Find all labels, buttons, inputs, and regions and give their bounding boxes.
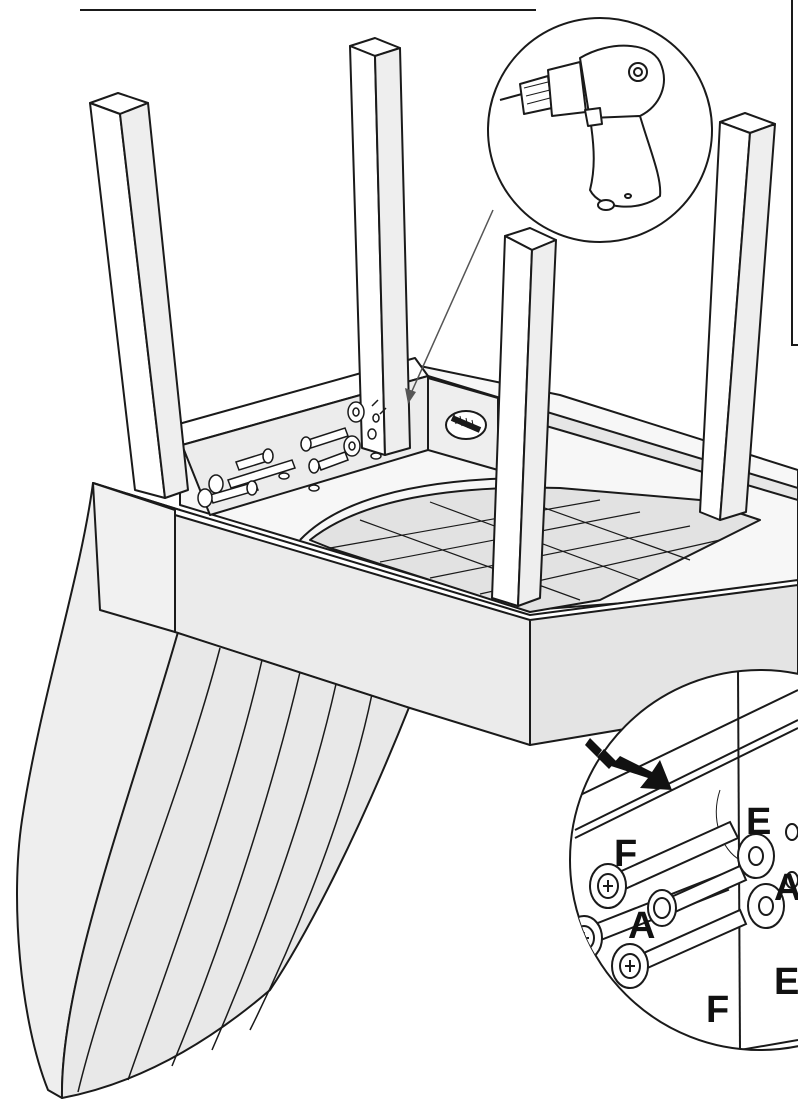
leg-back-left [90, 93, 188, 498]
washer-icon [371, 453, 381, 459]
info-box-frame [792, 0, 798, 345]
drill-callout [405, 18, 712, 404]
washer-icon [368, 429, 376, 439]
washer-icon [309, 485, 319, 491]
washer-icon [279, 473, 289, 479]
washer-icon [344, 436, 360, 456]
label-e-bottom: E [774, 961, 798, 1003]
washer-icon [373, 414, 379, 422]
washer-icon [198, 489, 212, 507]
label-f-bottom: F [706, 989, 729, 1031]
label-a-left: A [628, 905, 655, 947]
label-a-right: A [774, 867, 798, 909]
label-f-top: F [614, 833, 637, 875]
label-e-top: E [746, 801, 771, 843]
washer-icon [348, 402, 364, 422]
